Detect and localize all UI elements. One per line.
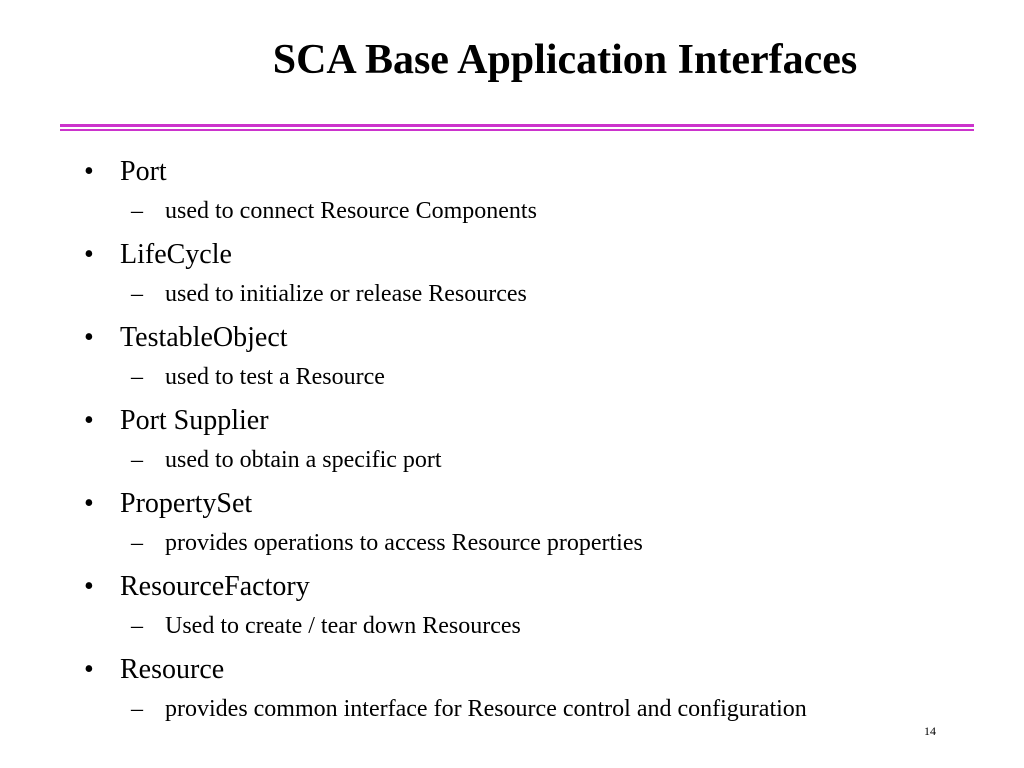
page-number: 14	[924, 724, 936, 738]
sub-bullet-marker: –	[131, 447, 143, 473]
bullet-marker: •	[84, 322, 94, 353]
bullet-item-lifecycle: • LifeCycle – used to initialize or rele…	[0, 233, 1024, 316]
sub-bullet-marker: –	[131, 281, 143, 307]
bullet-item-port: • Port – used to connect Resource Compon…	[0, 150, 1024, 233]
title-divider-top	[60, 124, 974, 127]
bullet-label: Resource	[120, 654, 225, 685]
bullet-item-resource: • Resource – provides common interface f…	[0, 648, 1024, 731]
bullet-marker: •	[84, 654, 94, 685]
sub-bullet-label: used to initialize or release Resources	[165, 281, 527, 307]
bullet-marker: •	[84, 405, 94, 436]
sub-bullet-label: provides operations to access Resource p…	[165, 530, 643, 556]
sub-bullet-label: Used to create / tear down Resources	[165, 613, 521, 639]
sub-bullet-marker: –	[131, 696, 143, 722]
sub-bullet-label: used to connect Resource Components	[165, 198, 537, 224]
bullet-label: TestableObject	[120, 322, 288, 353]
title-divider-bottom	[60, 129, 974, 131]
bullet-label: PropertySet	[120, 488, 253, 519]
bullet-label: ResourceFactory	[120, 571, 310, 602]
bullet-label: Port Supplier	[120, 405, 269, 436]
sub-bullet-marker: –	[131, 530, 143, 556]
bullet-list: • Port – used to connect Resource Compon…	[0, 150, 1024, 731]
bullet-marker: •	[84, 156, 94, 187]
bullet-item-resourcefactory: • ResourceFactory – Used to create / tea…	[0, 565, 1024, 648]
bullet-marker: •	[84, 571, 94, 602]
bullet-marker: •	[84, 239, 94, 270]
bullet-marker: •	[84, 488, 94, 519]
sub-bullet-label: used to test a Resource	[165, 364, 385, 390]
sub-bullet-marker: –	[131, 198, 143, 224]
bullet-item-propertyset: • PropertySet – provides operations to a…	[0, 482, 1024, 565]
sub-bullet-label: used to obtain a specific port	[165, 447, 442, 473]
bullet-label: LifeCycle	[120, 239, 232, 270]
sub-bullet-marker: –	[131, 613, 143, 639]
bullet-item-port-supplier: • Port Supplier – used to obtain a speci…	[0, 399, 1024, 482]
bullet-label: Port	[120, 156, 167, 187]
slide-title: SCA Base Application Interfaces	[272, 37, 858, 83]
bullet-item-testableobject: • TestableObject – used to test a Resour…	[0, 316, 1024, 399]
sub-bullet-label: provides common interface for Resource c…	[165, 696, 807, 722]
sub-bullet-marker: –	[131, 364, 143, 390]
